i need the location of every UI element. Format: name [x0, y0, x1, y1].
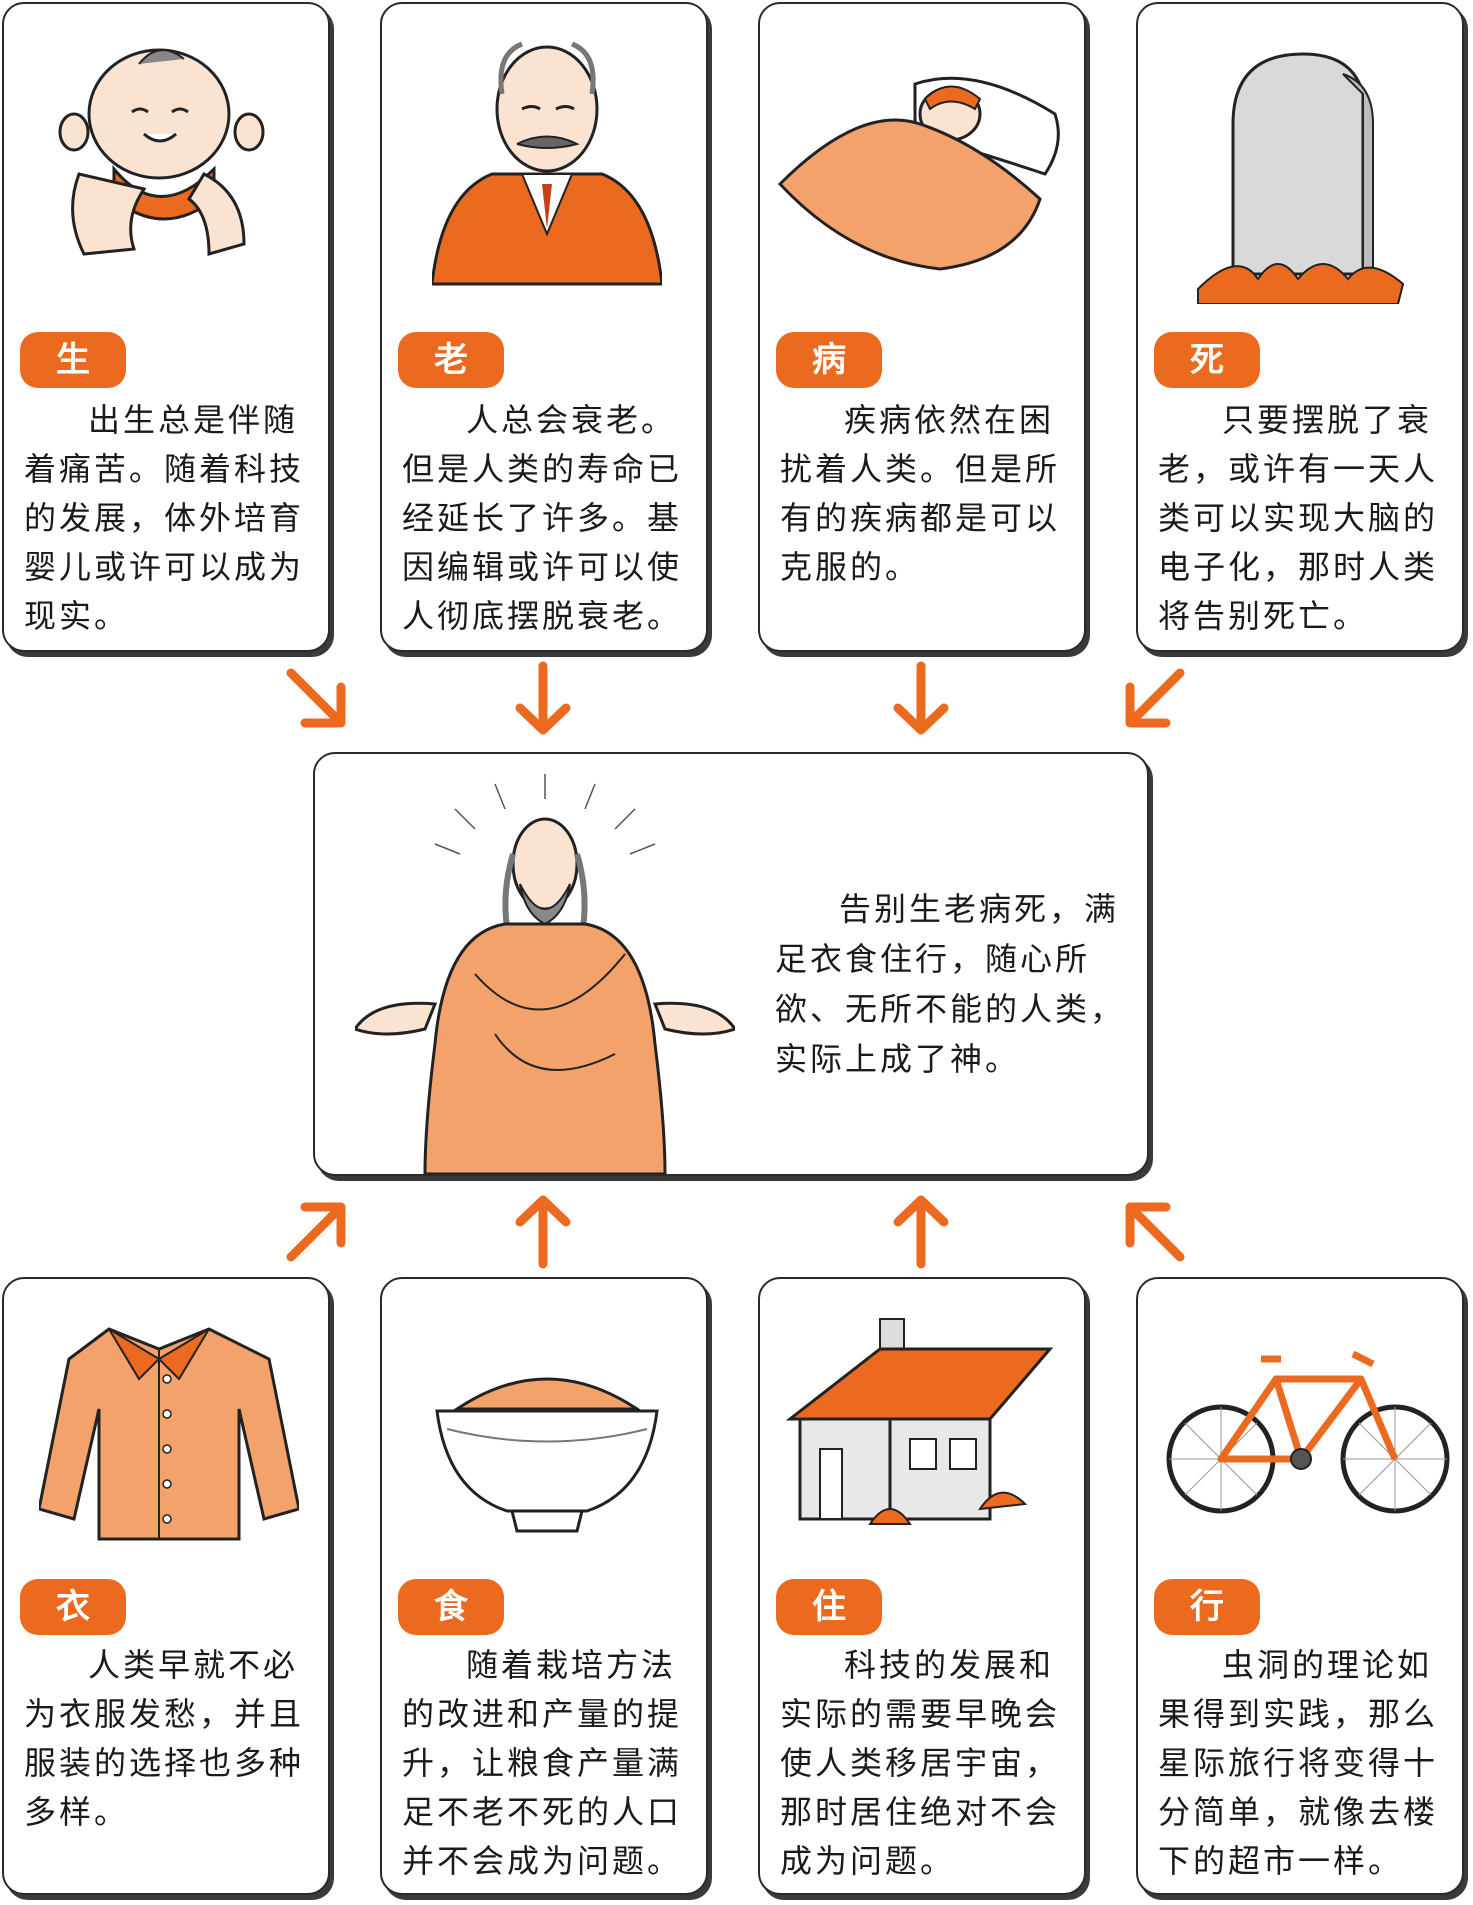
desc-clothing: 人类早就不必为衣服发愁，并且服装的选择也多种多样。	[24, 1646, 305, 1831]
baby-illustration	[58, 48, 265, 256]
arrow-birth-icon	[286, 668, 346, 728]
desc-aging: 人总会衰老。但是人类的寿命已经延长了许多。基因编辑或许可以使人彻底摆脱衰老。	[402, 401, 683, 635]
card-death: 死 只要摆脱了衰老，或许有一天人类可以实现大脑的电子化，那时人类将告别死亡。	[1136, 2, 1464, 652]
desc-illness: 疾病依然在困扰着人类。但是所有的疾病都是可以克服的。	[780, 401, 1061, 586]
old-man-illustration	[432, 41, 662, 286]
card-aging: 老 人总会衰老。但是人类的寿命已经延长了许多。基因编辑或许可以使人彻底摆脱衰老。	[380, 2, 708, 652]
desc-death: 只要摆脱了衰老，或许有一天人类可以实现大脑的电子化，那时人类将告别死亡。	[1158, 401, 1439, 635]
bicycle-illustration	[1166, 1350, 1450, 1514]
tag-birth: 生	[20, 332, 126, 388]
card-clothing: 衣 人类早就不必为衣服发愁，并且服装的选择也多种多样。	[2, 1277, 330, 1895]
arrow-food-icon	[515, 1195, 571, 1269]
card-food: 食 随着栽培方法的改进和产量的提升，让粮食产量满足不老不死的人口并不会成为问题。	[380, 1277, 708, 1895]
tag-food: 食	[398, 1579, 504, 1635]
arrow-aging-icon	[515, 661, 571, 735]
arrow-death-icon	[1125, 668, 1185, 728]
center-description: 告别生老病死，满足衣食住行，随心所欲、无所不能的人类，实际上成了神。	[775, 890, 1126, 1078]
card-illness: 病 疾病依然在困扰着人类。但是所有的疾病都是可以克服的。	[758, 2, 1086, 652]
tag-clothing: 衣	[20, 1579, 126, 1635]
arrow-clothing-icon	[286, 1202, 346, 1262]
shirt-illustration	[39, 1327, 299, 1541]
deity-figure-illustration	[355, 774, 735, 1174]
arrow-travel-icon	[1125, 1202, 1185, 1262]
desc-housing: 科技的发展和实际的需要早晚会使人类移居宇宙，那时居住绝对不会成为问题。	[780, 1646, 1061, 1880]
card-birth: 生 出生总是伴随着痛苦。随着科技的发展，体外培育婴儿或许可以成为现实。	[2, 2, 330, 652]
desc-birth: 出生总是伴随着痛苦。随着科技的发展，体外培育婴儿或许可以成为现实。	[24, 401, 305, 635]
tag-travel: 行	[1154, 1579, 1260, 1635]
arrow-housing-icon	[893, 1195, 949, 1269]
tag-aging: 老	[398, 332, 504, 388]
tag-illness: 病	[776, 332, 882, 388]
sick-bed-illustration	[777, 76, 1060, 271]
house-illustration	[785, 1318, 1054, 1525]
rice-bowl-illustration	[435, 1377, 659, 1533]
tag-death: 死	[1154, 332, 1260, 388]
desc-food: 随着栽培方法的改进和产量的提升，让粮食产量满足不老不死的人口并不会成为问题。	[402, 1646, 683, 1880]
arrow-illness-icon	[893, 661, 949, 735]
tombstone-illustration	[1197, 52, 1405, 304]
card-travel: 行 虫洞的理论如果得到实践，那么星际旅行将变得十分简单，就像去楼下的超市一样。	[1136, 1277, 1464, 1895]
card-center: 告别生老病死，满足衣食住行，随心所欲、无所不能的人类，实际上成了神。	[313, 752, 1149, 1176]
card-housing: 住 科技的发展和实际的需要早晚会使人类移居宇宙，那时居住绝对不会成为问题。	[758, 1277, 1086, 1895]
desc-travel: 虫洞的理论如果得到实践，那么星际旅行将变得十分简单，就像去楼下的超市一样。	[1158, 1646, 1439, 1880]
tag-housing: 住	[776, 1579, 882, 1635]
